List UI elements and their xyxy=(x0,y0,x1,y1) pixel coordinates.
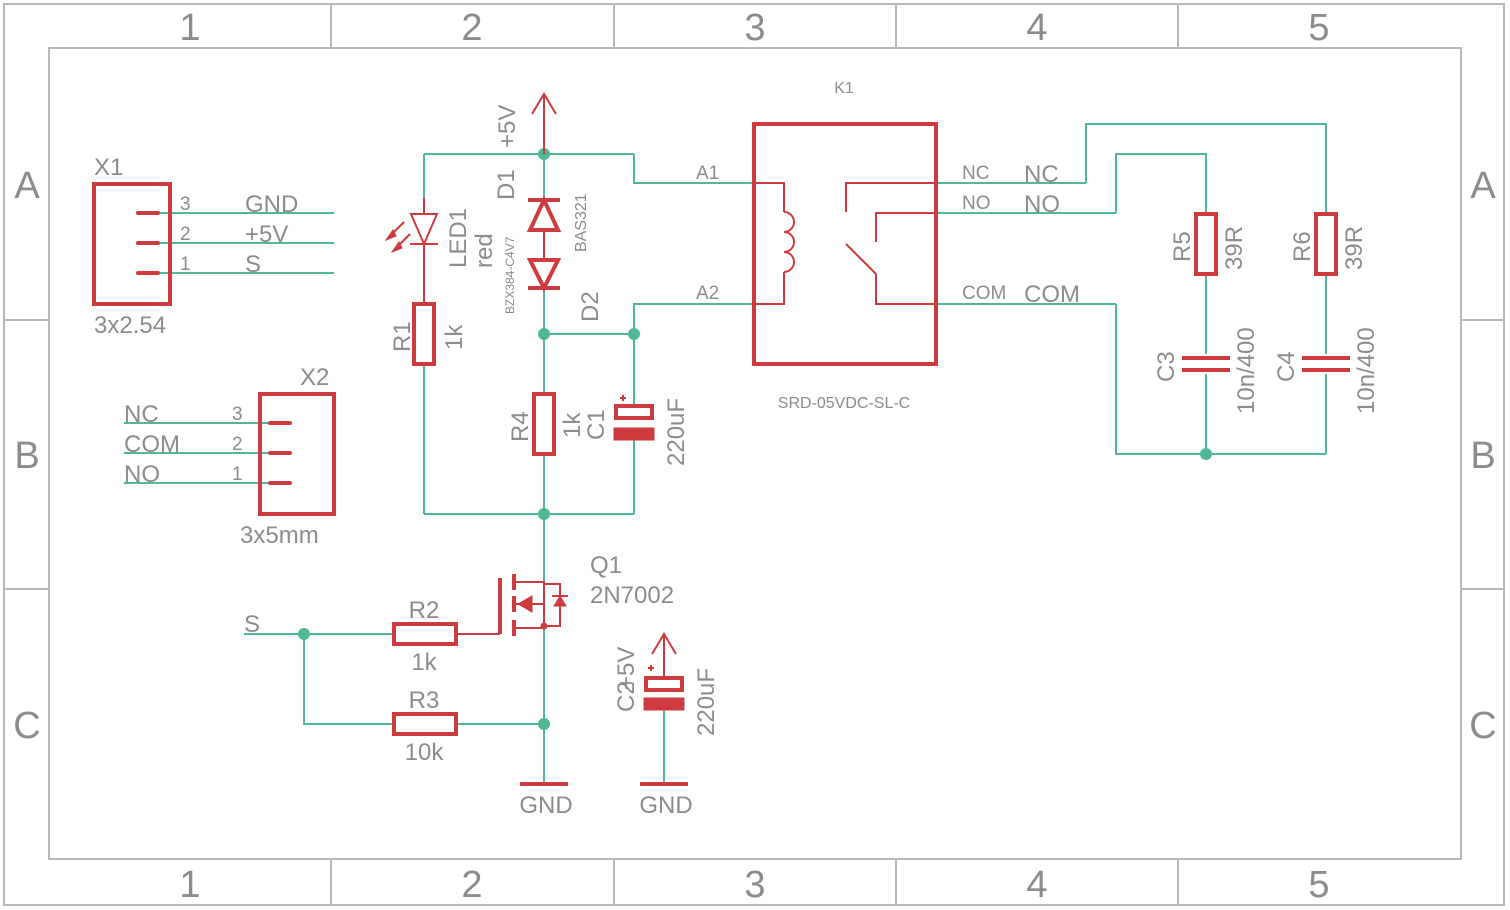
wires xyxy=(124,110,1327,784)
mosfet-q1: Q1 2N7002 xyxy=(456,552,674,636)
capacitor-c4: C4 10n/400 xyxy=(1273,327,1380,414)
r3-name: R3 xyxy=(409,687,440,714)
column-label-bottom-4: 4 xyxy=(1026,864,1047,906)
x2-package: 3x5mm xyxy=(240,522,319,549)
x1-net-gnd: GND xyxy=(245,191,298,218)
resistor-r4: R4 1k xyxy=(507,392,586,456)
resistor-r2: R2 1k xyxy=(392,597,458,676)
resistor-r1: R1 1k xyxy=(389,302,468,366)
net-label-com: COM xyxy=(1024,281,1080,308)
resistor-r3: R3 10k xyxy=(392,687,458,766)
row-label-right-a: A xyxy=(1470,165,1496,207)
r4-name: R4 xyxy=(507,411,534,442)
drawing-frame: 1 2 3 4 5 1 2 3 4 5 A B C A B C xyxy=(3,3,1505,906)
row-label-left-c: C xyxy=(13,705,40,747)
x2-net-nc: NC xyxy=(124,401,159,428)
relay-k1: K1 SRD-05VDC-SL-C A1 A2 NC NO COM NC NO … xyxy=(696,80,1080,412)
column-label-top-2: 2 xyxy=(461,7,482,49)
c4-name: C4 xyxy=(1273,351,1300,382)
capacitor-c3: C3 10n/400 xyxy=(1153,327,1260,414)
c2-name: C2 xyxy=(613,681,640,712)
x2-pin-1: 1 xyxy=(232,464,243,485)
c3-name: C3 xyxy=(1153,351,1180,382)
x1-pin-3: 3 xyxy=(180,194,191,215)
row-label-right-c: C xyxy=(1469,705,1496,747)
column-label-top-1: 1 xyxy=(179,7,200,49)
column-label-top-3: 3 xyxy=(744,7,765,49)
diode-d1: D1 BAS321 xyxy=(493,169,590,258)
resistor-r5: R5 39R xyxy=(1169,212,1248,276)
row-label-left-a: A xyxy=(14,165,40,207)
r2-name: R2 xyxy=(409,597,440,624)
x1-net-s: S xyxy=(245,251,261,278)
c4-value: 10n/400 xyxy=(1353,327,1380,414)
r5-value: 39R xyxy=(1221,226,1248,270)
k1-name: K1 xyxy=(834,80,854,97)
row-label-left-b: B xyxy=(14,435,39,477)
r4-value: 1k xyxy=(559,412,586,438)
d2-value: BZX384-C4V7 xyxy=(503,236,517,314)
r3-value: 10k xyxy=(405,739,445,766)
x1-pin-2: 2 xyxy=(180,224,191,245)
connector-x1: X1 3x2.54 3 2 1 GND +5V S xyxy=(92,154,298,339)
x1-pin-1: 1 xyxy=(180,254,191,275)
capacitor-c1: C1 220uF xyxy=(583,395,690,466)
x1-package: 3x2.54 xyxy=(94,312,166,339)
k1-pin-com: COM xyxy=(962,283,1006,304)
gnd-label-2: GND xyxy=(639,792,692,819)
column-label-bottom-5: 5 xyxy=(1308,864,1329,906)
k1-pin-a2: A2 xyxy=(696,283,719,304)
resistor-r6: R6 39R xyxy=(1289,212,1368,276)
connector-x2: X2 3x5mm 3 2 1 NC COM NO xyxy=(124,364,336,549)
led1: LED1 red xyxy=(384,198,498,304)
net-label-no: NO xyxy=(1024,191,1060,218)
x2-pin-2: 2 xyxy=(232,434,243,455)
k1-pin-nc: NC xyxy=(962,163,989,184)
column-label-bottom-3: 3 xyxy=(744,864,765,906)
r5-name: R5 xyxy=(1169,231,1196,262)
r6-name: R6 xyxy=(1289,231,1316,262)
c3-value: 10n/400 xyxy=(1233,327,1260,414)
supply-5v-label: +5V xyxy=(494,105,521,148)
signal-input-label: S xyxy=(244,611,260,638)
ground-symbol-1: GND xyxy=(519,782,573,819)
c1-name: C1 xyxy=(583,409,610,440)
ground-symbol-2: GND xyxy=(639,782,693,819)
column-label-bottom-1: 1 xyxy=(179,864,200,906)
q1-name: Q1 xyxy=(590,552,622,579)
x1-net-5v: +5V xyxy=(245,221,288,248)
column-label-bottom-2: 2 xyxy=(461,864,482,906)
led1-value: red xyxy=(471,233,498,268)
d1-value: BAS321 xyxy=(573,193,590,252)
zener-d2: D2 BZX384-C4V7 xyxy=(503,236,604,322)
junctions xyxy=(298,148,1212,730)
capacitor-c2: C2 +5V 220uF xyxy=(613,632,720,736)
q1-value: 2N7002 xyxy=(590,582,674,609)
row-label-right-b: B xyxy=(1470,435,1495,477)
x2-name: X2 xyxy=(300,364,329,391)
k1-value: SRD-05VDC-SL-C xyxy=(778,395,910,412)
x2-net-com: COM xyxy=(124,431,180,458)
c2-value: 220uF xyxy=(693,668,720,736)
c2-supply-label: +5V xyxy=(613,647,640,690)
d2-name: D2 xyxy=(577,291,604,322)
column-label-top-5: 5 xyxy=(1308,7,1329,49)
led1-name: LED1 xyxy=(445,208,472,268)
x2-net-no: NO xyxy=(124,461,160,488)
net-label-nc: NC xyxy=(1024,161,1059,188)
k1-pin-a1: A1 xyxy=(696,163,719,184)
x2-pin-3: 3 xyxy=(232,404,243,425)
r1-name: R1 xyxy=(389,321,416,352)
x1-name: X1 xyxy=(94,154,123,181)
r1-value: 1k xyxy=(441,324,468,350)
column-label-top-4: 4 xyxy=(1026,7,1047,49)
d1-name: D1 xyxy=(493,169,520,200)
gnd-label-1: GND xyxy=(519,792,572,819)
k1-pin-no: NO xyxy=(962,193,991,214)
r6-value: 39R xyxy=(1341,226,1368,270)
c1-value: 220uF xyxy=(663,398,690,466)
r2-value: 1k xyxy=(411,649,437,676)
supply-5v-symbol: +5V xyxy=(494,92,557,154)
